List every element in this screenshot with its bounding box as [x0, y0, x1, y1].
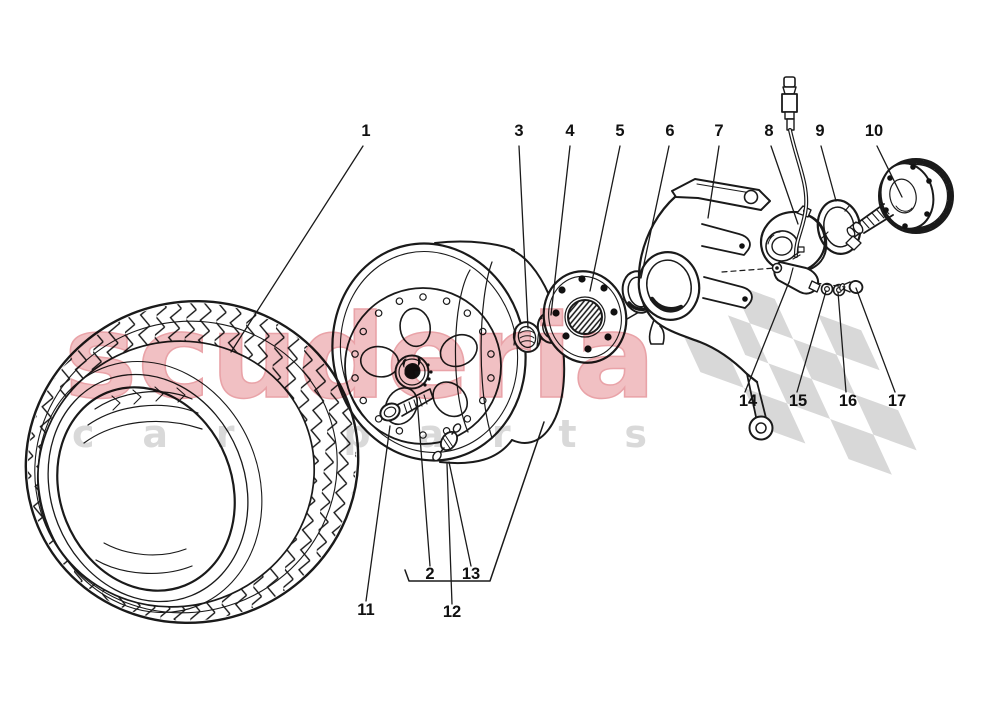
- sensor-bolt: [839, 280, 864, 294]
- sensor-washers: [820, 282, 846, 297]
- hub-nut: [512, 321, 542, 353]
- callout-8: 8: [764, 122, 773, 140]
- leader-lines: [230, 145, 903, 605]
- callout-13: 13: [462, 565, 480, 583]
- callout-15: 15: [789, 392, 807, 410]
- center-cap: [394, 354, 433, 390]
- rim-hole-ring: [351, 293, 495, 439]
- tagline-watermark: car parts: [72, 412, 647, 456]
- hub-carrier: [637, 178, 774, 441]
- tire: [24, 299, 360, 625]
- wheel-bolt: [379, 388, 434, 422]
- callout-6: 6: [665, 122, 674, 140]
- callout-2: 2: [425, 565, 434, 583]
- tire-valve: [432, 423, 462, 462]
- watermark-layer: scuderia car parts: [63, 289, 657, 456]
- callout-numbers: 1 3 4 5 6 7 8 9 10 14 15 16 17 2 13 11 1…: [357, 122, 906, 621]
- callout-11: 11: [357, 601, 374, 619]
- sensor-cable: [781, 76, 809, 258]
- drive-flange: [845, 158, 954, 251]
- callout-4: 4: [565, 122, 575, 140]
- callout-5: 5: [615, 122, 624, 140]
- callout-7: 7: [714, 122, 723, 140]
- callout-9: 9: [815, 122, 824, 140]
- callout-16: 16: [839, 392, 857, 410]
- callout-14: 14: [739, 392, 758, 410]
- callout-1: 1: [361, 122, 370, 140]
- callout-17: 17: [888, 392, 906, 410]
- assembly-dashed-lines: [721, 267, 846, 288]
- brand-watermark: scuderia: [64, 290, 656, 425]
- wheel-hub: [542, 270, 646, 364]
- speed-sensor: [771, 246, 821, 295]
- bull-logo: [402, 357, 421, 380]
- callout-12: 12: [443, 603, 461, 621]
- callout-10: 10: [865, 122, 883, 140]
- callout-3: 3: [514, 122, 523, 140]
